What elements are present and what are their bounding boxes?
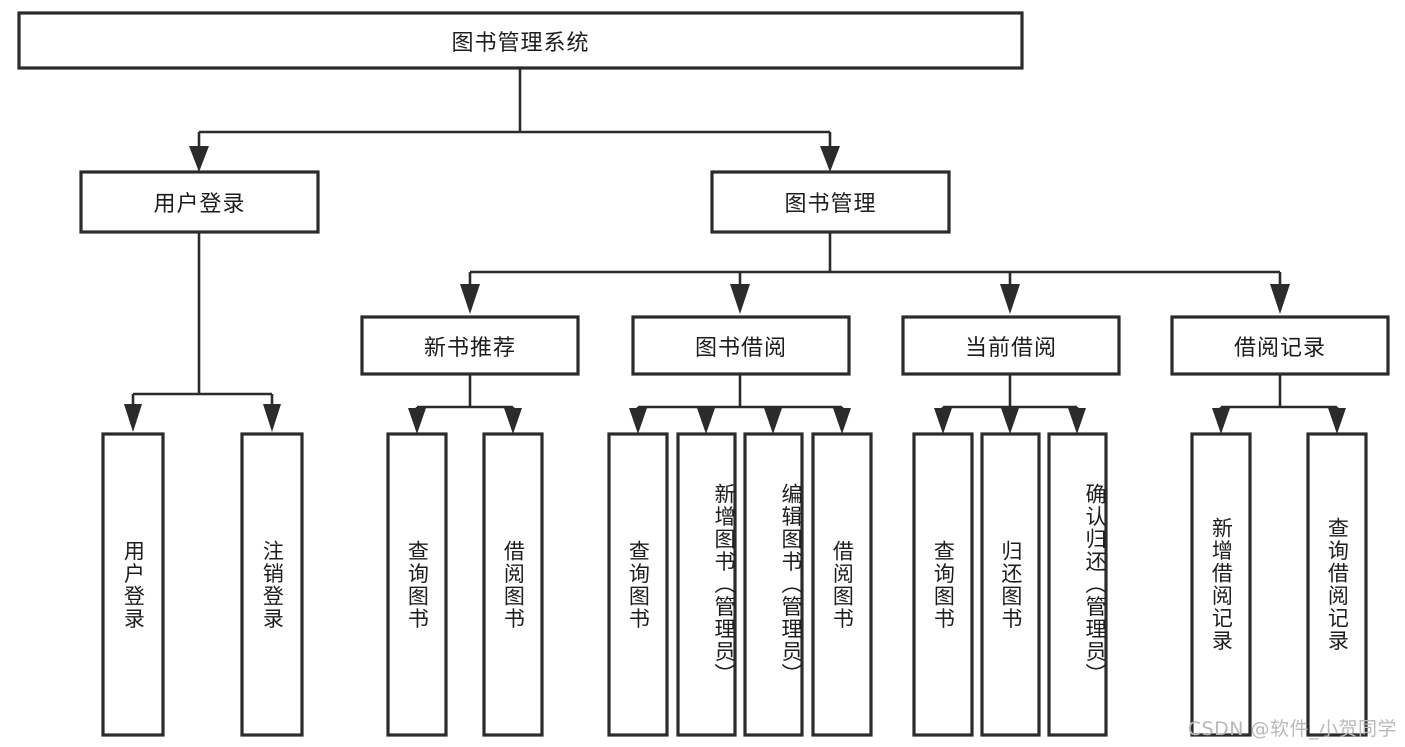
arrow-leaf-edit-book [764, 408, 782, 434]
node-root-book-management-system[interactable] [17, 11, 1024, 70]
arrow-leaf-query-book-3 [934, 408, 952, 434]
node-leaf-confirm-return[interactable] [1047, 432, 1108, 737]
arrow-book-borrow [730, 284, 750, 314]
arrow-user-login [189, 146, 209, 172]
node-current-borrow[interactable] [901, 315, 1121, 376]
arrow-leaf-user-login [124, 404, 142, 432]
node-leaf-edit-book[interactable] [743, 432, 804, 737]
node-user-login[interactable] [79, 170, 320, 234]
node-book-management[interactable] [710, 170, 951, 234]
node-leaf-user-login[interactable] [101, 432, 165, 737]
node-leaf-logout[interactable] [240, 432, 304, 737]
node-borrow-record[interactable] [1170, 315, 1390, 376]
arrow-leaf-query-book-2 [629, 408, 647, 434]
node-leaf-query-record[interactable] [1306, 432, 1368, 737]
node-leaf-query-book-2[interactable] [607, 432, 669, 737]
arrow-leaf-confirm-return [1068, 408, 1086, 434]
node-book-borrow[interactable] [631, 315, 851, 376]
arrow-leaf-return-book [1001, 408, 1019, 434]
arrow-leaf-borrow-book-1 [504, 408, 522, 434]
node-leaf-return-book[interactable] [980, 432, 1041, 737]
node-new-book-recommend[interactable] [360, 315, 580, 376]
arrow-book-management [820, 146, 840, 172]
arrow-leaf-borrow-book-2 [833, 408, 851, 434]
arrow-leaf-add-book [697, 408, 715, 434]
arrow-leaf-add-record [1212, 408, 1230, 434]
arrow-borrow-record [1270, 284, 1290, 314]
arrow-new-book-recommend [460, 284, 480, 314]
arrow-leaf-query-book-1 [408, 408, 426, 434]
node-leaf-add-record[interactable] [1190, 432, 1252, 737]
arrow-leaf-query-record [1328, 408, 1346, 434]
arrow-current-borrow [1000, 284, 1020, 314]
node-leaf-query-book-3[interactable] [912, 432, 974, 737]
node-leaf-borrow-book-2[interactable] [811, 432, 873, 737]
node-leaf-query-book-1[interactable] [386, 432, 448, 737]
node-leaf-borrow-book-1[interactable] [482, 432, 544, 737]
arrow-leaf-logout [263, 404, 281, 432]
node-leaf-add-book[interactable] [676, 432, 737, 737]
